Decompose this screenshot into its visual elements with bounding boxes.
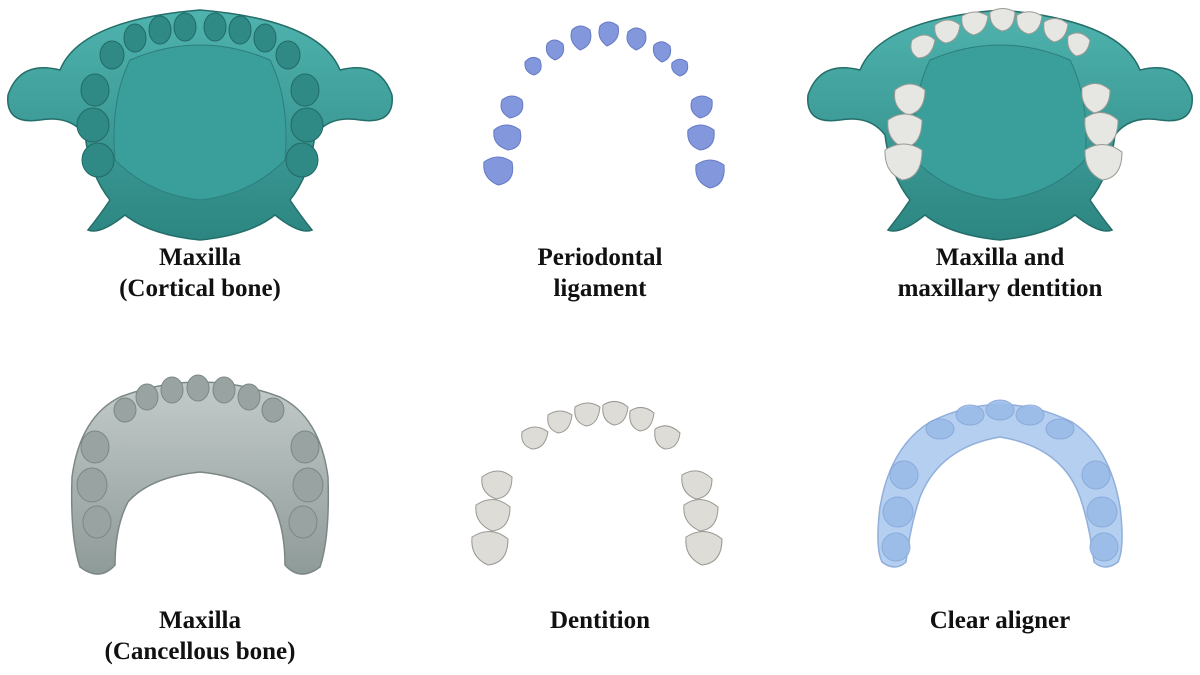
caption-line-2: (Cortical bone) — [119, 275, 281, 302]
cancellous-sockets — [76, 374, 324, 539]
teeth — [884, 8, 1123, 181]
caption-line-1: Periodontal — [537, 244, 663, 271]
caption-line-2: ligament — [553, 275, 647, 302]
panel-maxilla-cortical: Maxilla (Cortical bone) — [0, 0, 400, 337]
maxilla-cancellous-model — [70, 374, 330, 575]
caption-line-2: (Cancellous bone) — [104, 638, 296, 665]
caption-clear-aligner: Clear aligner — [800, 605, 1200, 636]
caption-maxilla-cortical: Maxilla (Cortical bone) — [0, 242, 400, 304]
caption-line-1: Maxilla — [159, 244, 241, 271]
caption-line-1: Dentition — [550, 607, 650, 634]
panel-maxilla-cancellous: Maxilla (Cancellous bone) — [0, 337, 400, 674]
caption-line-2: maxillary dentition — [897, 275, 1103, 302]
maxilla-dentition-model — [807, 8, 1193, 241]
caption-maxilla-cancellous: Maxilla (Cancellous bone) — [0, 605, 400, 667]
dentition-model — [471, 401, 723, 566]
caption-line-1: Maxilla — [159, 607, 241, 634]
periodontal-ligament-model — [483, 21, 725, 189]
panel-maxilla-dentition: Maxilla and maxillary dentition — [800, 0, 1200, 337]
caption-line-1: Clear aligner — [929, 607, 1071, 634]
caption-maxilla-dentition: Maxilla and maxillary dentition — [800, 242, 1200, 304]
clear-aligner-model — [877, 399, 1123, 568]
caption-line-1: Maxilla and — [935, 244, 1065, 271]
panel-clear-aligner: Clear aligner — [800, 337, 1200, 674]
tooth-sockets — [76, 12, 324, 178]
caption-periodontal-ligament: Periodontal ligament — [400, 242, 800, 304]
maxilla-cortical-model — [7, 9, 393, 241]
panel-dentition: Dentition — [400, 337, 800, 674]
panel-periodontal-ligament: Periodontal ligament — [400, 0, 800, 337]
caption-dentition: Dentition — [400, 605, 800, 636]
